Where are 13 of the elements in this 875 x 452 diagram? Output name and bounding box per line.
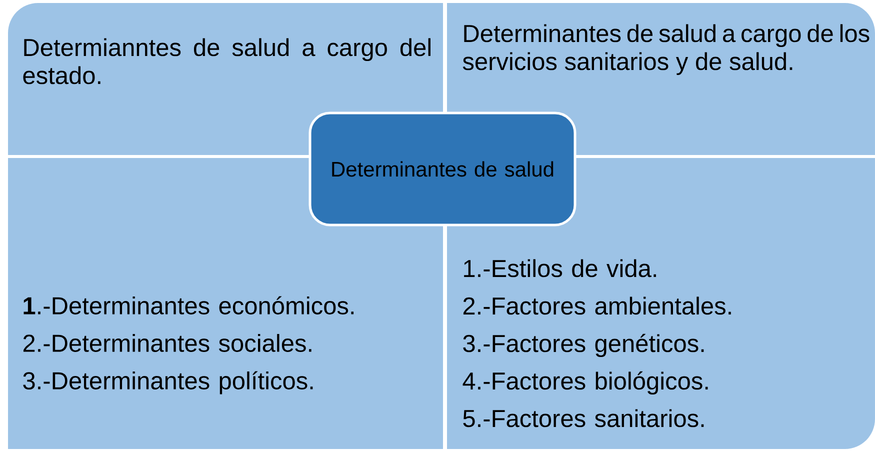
- list-item: 1.-Determinantes económicos.: [24, 296, 354, 314]
- list-item: 5.-Factores sanitarios.: [463, 409, 704, 428]
- list-item: 2.-Determinantes sociales.: [23, 334, 312, 352]
- quadrant-box: [8, 3, 443, 155]
- list-item: 2.-Factores ambientales.: [463, 296, 731, 315]
- list-item: 4.-Factores biológicos.: [462, 371, 708, 395]
- quadrant-text: Determianntes de salud a cargo del estado.: [23, 38, 430, 84]
- list-item: 3.-Factores genéticos.: [463, 334, 704, 358]
- list-item: 1.-Estilos de vida.: [464, 259, 656, 278]
- list-item: 3.-Determinantes políticos.: [23, 371, 313, 394]
- center-box: Determinantes de salud: [308, 112, 576, 226]
- quadrant-text: Determinantes de salud a cargo de los servicios sanitarios y de salud.: [462, 24, 870, 76]
- quadrant-box: [447, 3, 875, 155]
